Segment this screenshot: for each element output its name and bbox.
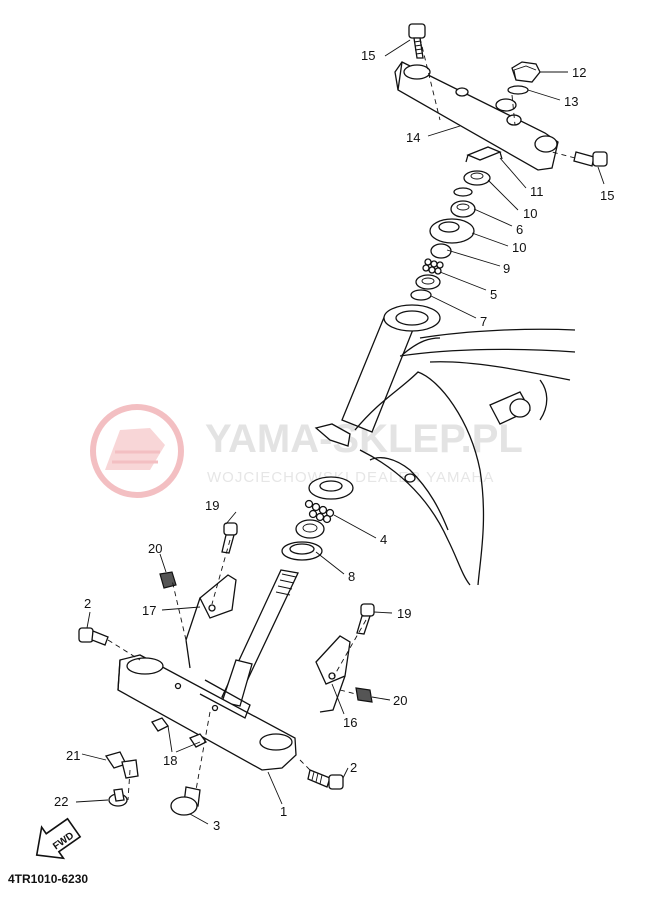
callout-16: 16	[343, 715, 357, 730]
callout-11: 11	[530, 184, 544, 199]
nut-12	[511, 61, 541, 83]
watermark-logo-icon	[90, 404, 184, 498]
callout-2-right: 2	[350, 760, 357, 775]
callout-10-upper: 10	[523, 206, 537, 221]
callout-17: 17	[142, 603, 156, 618]
callout-7: 7	[480, 314, 487, 329]
bolt-2-left	[78, 627, 109, 646]
diagram-code: 4TR1010-6230	[8, 872, 88, 886]
callout-leaders	[75, 39, 605, 825]
callout-8: 8	[348, 569, 355, 584]
steering-stem	[221, 569, 299, 707]
clamp-17	[185, 574, 237, 669]
callout-2-left: 2	[84, 596, 91, 611]
nut-18-b	[189, 733, 207, 748]
watermark: YAMA-SKLEP.PL WOJCIECHOWSKI DEALER YAMAH…	[90, 404, 523, 498]
bolt-15-top	[408, 23, 426, 59]
callout-15-right: 15	[600, 188, 614, 203]
clip-20-left	[159, 571, 177, 589]
watermark-sub-text: WOJCIECHOWSKI DEALER YAMAHA	[207, 469, 494, 486]
upper-bracket	[394, 61, 559, 171]
callout-4: 4	[380, 532, 387, 547]
assembly-lines	[107, 37, 576, 801]
bolt-3	[170, 786, 201, 816]
callout-22: 22	[54, 794, 68, 809]
nut-18-a	[151, 717, 169, 732]
callout-18: 18	[163, 753, 177, 768]
callout-21: 21	[66, 748, 80, 763]
lower-bracket	[117, 654, 297, 771]
callout-12: 12	[572, 65, 586, 80]
callout-3: 3	[213, 818, 220, 833]
clip-21	[104, 751, 139, 779]
bolt-2-right	[307, 769, 344, 790]
callout-6: 6	[516, 222, 523, 237]
callout-13: 13	[564, 94, 578, 109]
callout-5: 5	[490, 287, 497, 302]
screw-22	[108, 788, 128, 807]
callout-9: 9	[503, 261, 510, 276]
bolt-19-right	[356, 603, 375, 635]
callout-10-lower: 10	[512, 240, 526, 255]
lower-bearing-stack	[281, 476, 354, 561]
bolt-19-left	[221, 522, 238, 554]
fwd-arrow-icon: FWD	[35, 817, 82, 860]
callout-15-top: 15	[361, 48, 375, 63]
washer-13	[507, 85, 529, 95]
clip-20-right	[355, 687, 373, 703]
callout-numbers: 15 12 13 14 15 11 10 6 10 9 5 7 4 8 19 2…	[54, 48, 614, 833]
callout-14: 14	[406, 130, 420, 145]
callout-1: 1	[280, 804, 287, 819]
callout-19-left: 19	[205, 498, 219, 513]
callout-20-left: 20	[148, 541, 162, 556]
callout-19-right: 19	[397, 606, 411, 621]
stem-nut-stack	[410, 146, 503, 301]
clamp-16	[315, 635, 351, 713]
frame	[314, 304, 576, 586]
bolt-15-right	[573, 151, 608, 167]
callout-20-right: 20	[393, 693, 407, 708]
